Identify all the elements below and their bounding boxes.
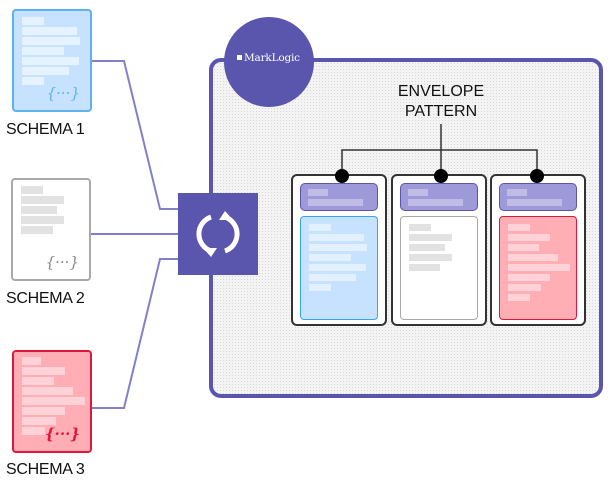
envelope-document-2 [391, 174, 487, 326]
envelope-title-line-1: ENVELOPE [397, 83, 485, 100]
schema-2-document: {···} [11, 178, 91, 281]
envelope-document-3 [490, 174, 586, 326]
envelope-header [300, 183, 378, 211]
schema-2-label: SCHEMA 2 [6, 290, 85, 307]
connector-schema-1 [92, 60, 178, 210]
envelope-header [499, 183, 577, 211]
envelope-instance-body [400, 216, 478, 320]
marklogic-mark-icon [237, 55, 242, 60]
marklogic-logo-badge [224, 17, 314, 107]
refresh-sync-icon [196, 211, 240, 257]
envelope-instance-body [499, 216, 577, 320]
envelope-pattern-title: ENVELOPE PATTERN [376, 82, 506, 122]
envelope-document-1 [291, 174, 387, 326]
json-braces-icon: {···} [45, 253, 79, 271]
envelope-header [400, 183, 478, 211]
schema-1-document: {···} [12, 9, 92, 112]
envelope-title-line-2: PATTERN [404, 103, 478, 120]
envelope-instance-body [300, 216, 378, 320]
json-braces-icon: {···} [46, 84, 80, 102]
marklogic-logo: MarkLogic [237, 52, 300, 64]
marklogic-brand-text: MarkLogic [244, 52, 300, 64]
schema-3-label: SCHEMA 3 [6, 461, 85, 478]
json-braces-icon: {···} [45, 425, 80, 443]
connector-schema-3 [92, 258, 178, 409]
transform-box [178, 193, 258, 275]
schema-3-document: {···} [12, 350, 92, 453]
schema-1-label: SCHEMA 1 [6, 121, 85, 138]
